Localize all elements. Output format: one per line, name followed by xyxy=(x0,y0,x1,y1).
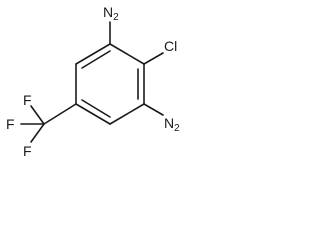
bond-c5-cf3 xyxy=(43,103,77,125)
ring-bond-c1-c2 xyxy=(109,43,145,65)
ring-double-bond-c4-c5 xyxy=(81,99,111,118)
amine-top-label: N2 xyxy=(103,4,119,23)
ring-bond-c6-c1 xyxy=(75,43,111,65)
ring-double-bond-c1-c6 xyxy=(81,50,111,69)
chloro-label: Cl xyxy=(164,38,177,54)
bond-cf3-f-top xyxy=(30,105,45,125)
fluorine-bottom-label: F xyxy=(23,143,32,159)
bond-cf3-f-bottom xyxy=(30,123,45,143)
fluorine-top-label: F xyxy=(23,92,32,108)
amine-bottom-label: N2 xyxy=(164,115,180,134)
ring-bond-c3-c4 xyxy=(109,103,145,125)
bond-c3-amine xyxy=(143,103,164,116)
chemical-structure: N2 Cl N2 F F F xyxy=(6,4,180,159)
benzene-ring xyxy=(75,43,145,125)
bond-c2-chloro xyxy=(143,52,164,65)
ring-bond-c4-c5 xyxy=(75,103,111,125)
fluorine-left-label: F xyxy=(6,116,15,132)
